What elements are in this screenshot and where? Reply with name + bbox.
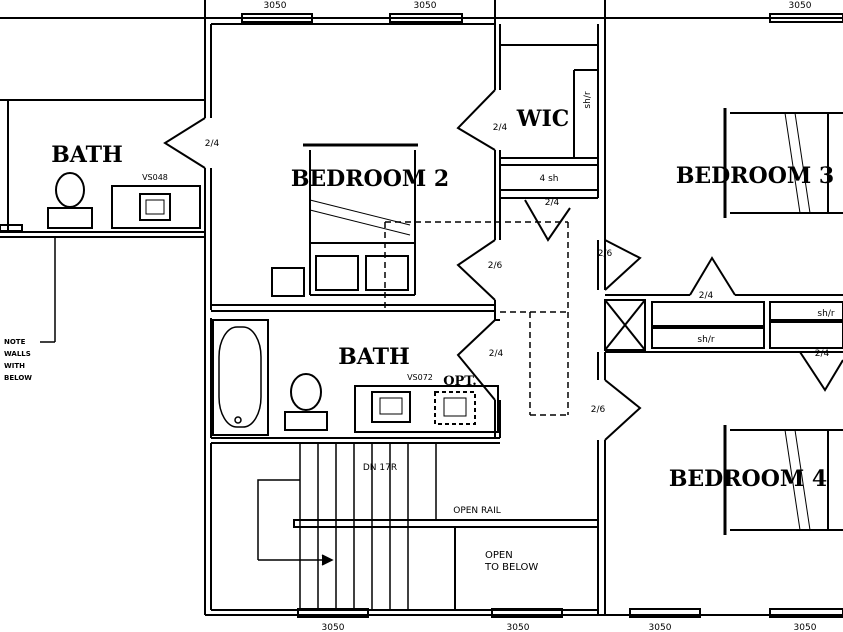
door-swing-bed3 xyxy=(604,239,642,291)
door-swing-wic xyxy=(456,89,496,151)
opt-label: OPT. xyxy=(443,374,477,389)
nightstand xyxy=(271,267,305,297)
note-line-4: BELOW xyxy=(4,374,32,382)
window-code-bottom-4: 3050 xyxy=(794,623,817,632)
door-label-1: 2/4 xyxy=(205,139,220,149)
toilet-icon xyxy=(55,172,85,208)
sink-icon xyxy=(139,193,171,221)
doors xyxy=(163,89,843,441)
note-line-3: WITH xyxy=(4,362,25,370)
window-code-bottom-1: 3050 xyxy=(322,623,345,632)
fixtures xyxy=(0,108,843,535)
stair-dn-label: DN 17R xyxy=(363,463,397,473)
door-swing-bed4 xyxy=(604,379,642,441)
open-below-line-2: TO BELOW xyxy=(484,562,538,573)
note-line-2: WALLS xyxy=(4,350,31,358)
shelf-wic-label: sh/r xyxy=(583,91,593,108)
window-code-bottom-3: 3050 xyxy=(649,623,672,632)
fixture-labels: VS048 VS072 OPT. 4 sh sh/r sh/r sh/r xyxy=(142,91,835,389)
door-label-8: 2/6 xyxy=(591,405,606,415)
room-label-bath-1: BATH xyxy=(51,142,123,168)
door-label-4: 2/6 xyxy=(488,261,503,271)
stairs xyxy=(40,237,599,610)
room-label-bedroom-4: BEDROOM 4 xyxy=(669,466,827,492)
window-code-top-1: 3050 xyxy=(264,1,287,11)
door-swing-4sh xyxy=(524,199,571,242)
window-labels: 3050 3050 3050 3050 3050 3050 3050 xyxy=(264,1,817,632)
vanity-2-label: VS072 xyxy=(407,373,433,382)
door-label-7: 2/4 xyxy=(489,349,504,359)
vanity-1 xyxy=(111,185,201,229)
windows xyxy=(241,13,843,618)
door-swing-bath1 xyxy=(163,117,206,169)
door-swing-bed2 xyxy=(456,239,496,301)
room-label-bedroom-2: BEDROOM 2 xyxy=(291,166,449,192)
vanity-1-label: VS048 xyxy=(142,173,168,182)
shelf-sh-r-2-label: sh/r xyxy=(817,309,834,319)
toilet-tank-icon xyxy=(47,207,93,229)
dashed-lines xyxy=(384,221,843,416)
door-label-6: 2/4 xyxy=(699,291,714,301)
door-label-5: 2/6 xyxy=(598,249,613,259)
bathtub-icon xyxy=(212,319,269,436)
window-code-bottom-2: 3050 xyxy=(507,623,530,632)
walls xyxy=(0,0,843,616)
door-swing-linen xyxy=(689,256,736,296)
door-label-9: 2/4 xyxy=(815,349,830,359)
shelf-sh-r-1-label: sh/r xyxy=(697,335,714,345)
vanity-2 xyxy=(354,385,499,433)
room-label-bath-2: BATH xyxy=(338,344,410,370)
window-code-top-2: 3050 xyxy=(414,1,437,11)
door-labels: 2/4 2/4 2/4 2/6 2/6 2/4 2/4 2/6 2/4 xyxy=(205,123,830,415)
room-label-wic: WIC xyxy=(516,106,570,132)
note-line-1: NOTE xyxy=(4,338,26,346)
open-rail-label: OPEN RAIL xyxy=(453,506,501,516)
room-labels: BATH BEDROOM 2 WIC BEDROOM 3 BATH BEDROO… xyxy=(51,106,834,492)
shelf-4sh-label: 4 sh xyxy=(540,174,559,184)
door-swing-right xyxy=(799,351,843,392)
door-label-3: 2/4 xyxy=(545,198,560,208)
door-label-2: 2/4 xyxy=(493,123,508,133)
room-label-bedroom-3: BEDROOM 3 xyxy=(676,163,834,189)
notes: NOTE WALLS WITH BELOW DN 17R OPEN RAIL O… xyxy=(4,338,538,573)
open-below-line-1: OPEN xyxy=(485,550,513,561)
window-code-top-3: 3050 xyxy=(789,1,812,11)
toilet-2-icon xyxy=(290,373,322,411)
